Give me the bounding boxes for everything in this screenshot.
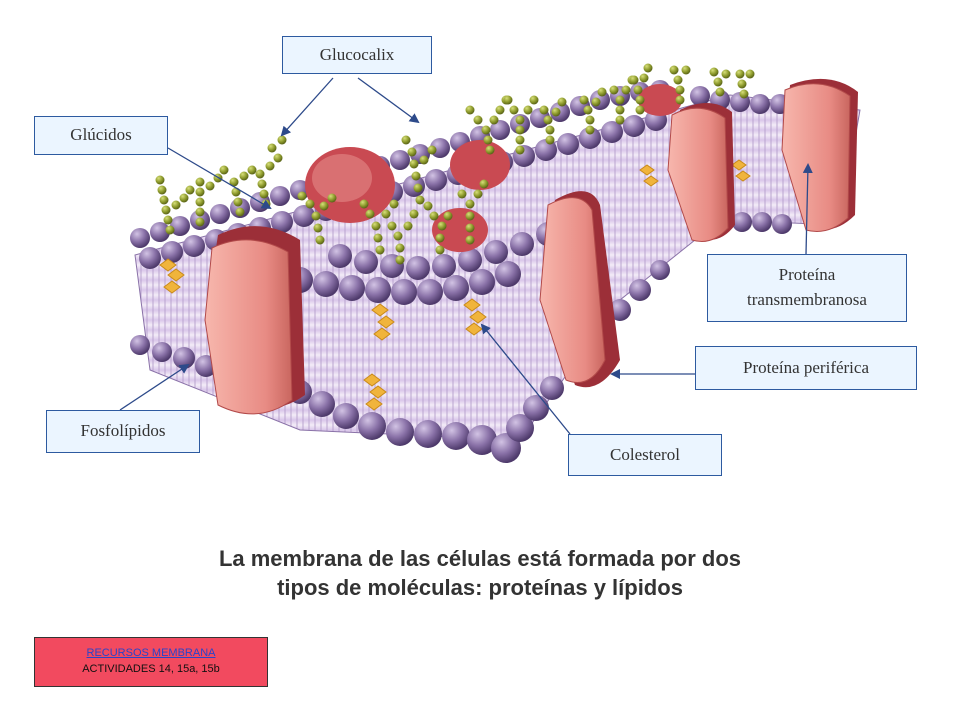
label-glucocalix: Glucocalix [282, 36, 432, 74]
label-proteina-periferica-text: Proteína periférica [742, 357, 869, 377]
peripheral-protein [539, 191, 620, 388]
label-colesterol-text: Colesterol [610, 444, 680, 464]
resources-box: RECURSOS MEMBRANA ACTIVIDADES 14, 15a, 1… [34, 637, 268, 687]
pointer-arrows [119, 77, 813, 435]
label-proteina-transmembranosa-line1: Proteína [778, 265, 836, 285]
caption-line-2: tipos de moléculas: proteínas y lípidos [277, 574, 683, 600]
label-glucidos-text: Glúcidos [70, 125, 132, 145]
arrow-fosfolipidos [119, 363, 190, 411]
cholesterol-molecules [159, 159, 751, 411]
caption-line-1: La membrana de las células está formada … [218, 546, 742, 571]
caption: La membrana de las células está formada … [130, 545, 830, 602]
arrow-colesterol [480, 323, 571, 435]
label-fosfolipidos: Fosfolípidos [46, 410, 200, 453]
label-glucidos: Glúcidos [34, 116, 168, 155]
transmembrane-protein-right-b [781, 78, 858, 232]
arrow-glucidos [167, 147, 272, 210]
transmembrane-protein-right-a [667, 102, 735, 242]
label-glucocalix-text: Glucocalix [319, 44, 395, 64]
label-fosfolipidos-text: Fosfolípidos [80, 421, 166, 441]
arrow-proteina-transmembranosa [802, 163, 813, 255]
label-proteina-transmembranosa-line2: transmembranosa [747, 290, 867, 309]
label-proteina-transmembranosa: Proteína transmembranosa [707, 254, 907, 322]
label-colesterol: Colesterol [568, 434, 722, 476]
transmembrane-protein-left [204, 226, 305, 415]
resources-link[interactable]: RECURSOS MEMBRANA [86, 647, 216, 659]
globular-protein-top [305, 147, 395, 223]
label-proteina-periferica: Proteína periférica [695, 346, 917, 390]
activities-text: ACTIVIDADES 14, 15a, 15b [82, 662, 220, 675]
globular-protein-back [638, 84, 682, 116]
arrow-glucocalix-left [280, 77, 334, 137]
arrow-glucocalix-right [357, 77, 420, 124]
